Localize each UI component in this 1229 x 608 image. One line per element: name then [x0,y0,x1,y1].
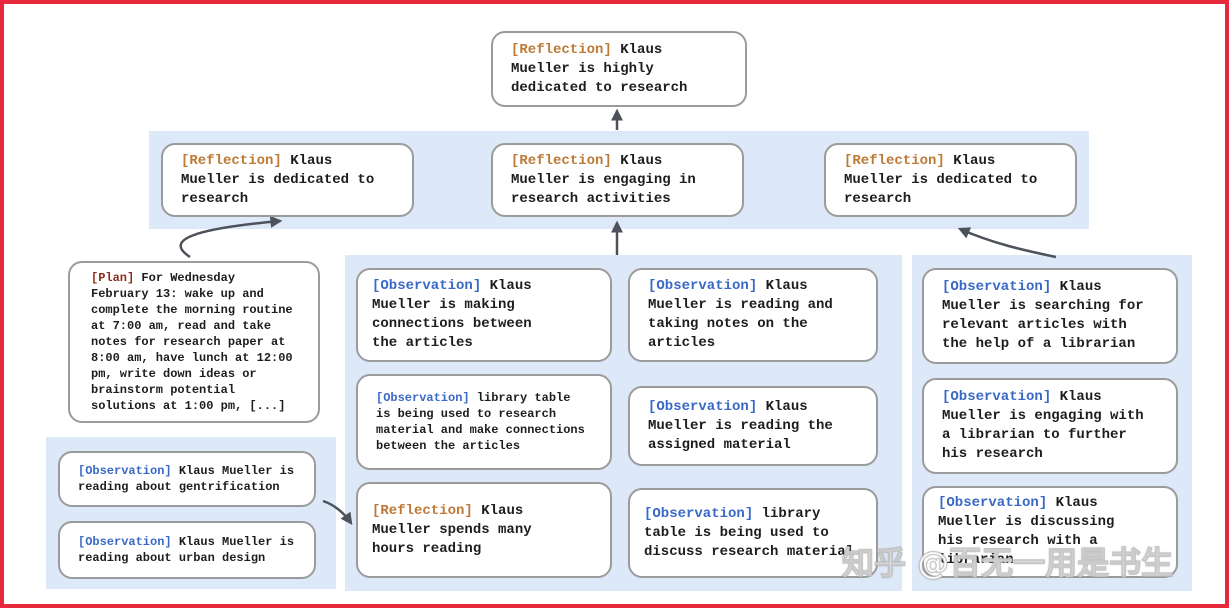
reflection-node-hours-reading: [Reflection] Klaus Mueller spends many h… [356,482,612,578]
observation-tag: [Observation] [372,278,482,294]
observation-node-gentrification: [Observation] Klaus Mueller is reading a… [58,451,316,507]
observation-node-discuss-material: [Observation] library table is being use… [628,488,878,578]
observation-tag: [Observation] [644,505,754,522]
observation-tag: [Observation] [648,398,758,415]
node-text: [Observation] Klaus Mueller is making co… [372,277,564,353]
observation-node-assigned-material: [Observation] Klaus Mueller is reading t… [628,386,878,466]
node-body: Klaus Mueller is engaging with a librari… [942,389,1144,462]
node-text: [Observation] library table is being use… [376,390,592,454]
node-body: Klaus Mueller is reading about gentrific… [78,464,295,494]
node-body: Klaus Mueller is reading and taking note… [648,278,833,351]
observation-node-taking-notes: [Observation] Klaus Mueller is reading a… [628,268,878,362]
node-body: Klaus Mueller is searching for relevant … [942,279,1144,352]
node-body: Klaus Mueller is reading about urban des… [78,535,295,565]
observation-tag: [Observation] [78,535,172,549]
observation-node-searching-articles: [Observation] Klaus Mueller is searching… [922,268,1178,364]
node-text: [Reflection] Klaus Mueller is dedicated … [181,152,394,209]
observation-node-connections: [Observation] Klaus Mueller is making co… [356,268,612,362]
reflection-node-top: [Reflection] Klaus Mueller is highly ded… [491,31,747,107]
arrow-band-to-right-reflection [957,227,1057,259]
reflection-node-middle: [Reflection] Klaus Mueller is engaging i… [491,143,744,217]
observation-tag: [Observation] [78,464,172,478]
node-body: library table is being used to research … [376,391,585,453]
reflection-node-right: [Reflection] Klaus Mueller is dedicated … [824,143,1077,217]
plan-node: [Plan] For Wednesday February 13: wake u… [68,261,320,423]
node-body: Klaus Mueller is reading the assigned ma… [648,398,833,453]
node-body: For Wednesday February 13: wake up and c… [91,271,293,413]
node-text: [Reflection] Klaus Mueller is dedicated … [844,152,1057,209]
observation-node-engaging-librarian: [Observation] Klaus Mueller is engaging … [922,378,1178,474]
node-text: [Reflection] Klaus Mueller spends many h… [372,502,580,559]
observation-node-library-research: [Observation] library table is being use… [356,374,612,470]
node-text: [Observation] Klaus Mueller is reading t… [648,398,858,455]
observation-tag: [Observation] [938,495,1048,511]
node-body: Klaus Mueller spends many hours reading [372,502,532,557]
reflection-tag: [Reflection] [511,41,612,58]
node-body: Klaus Mueller is engaging in research ac… [511,152,696,207]
observation-tag: [Observation] [648,278,758,294]
node-text: [Reflection] Klaus Mueller is engaging i… [511,152,724,209]
observation-tag: [Observation] [376,391,470,405]
node-text: [Plan] For Wednesday February 13: wake u… [91,270,297,414]
node-text: [Observation] library table is being use… [644,505,862,562]
node-body: Klaus Mueller is dedicated to research [181,152,375,207]
observation-tag: [Observation] [942,389,1052,405]
reflection-tag: [Reflection] [844,152,945,169]
node-body: Klaus Mueller is making connections betw… [372,278,532,351]
plan-tag: [Plan] [91,271,135,285]
node-body: library table is being used to discuss r… [644,505,855,560]
node-text: [Observation] Klaus Mueller is engaging … [942,388,1158,464]
node-body: Klaus Mueller is dedicated to research [844,152,1038,207]
node-text: [Reflection] Klaus Mueller is highly ded… [511,41,727,98]
reflection-node-left: [Reflection] Klaus Mueller is dedicated … [161,143,414,217]
reflection-tag: [Reflection] [511,152,612,169]
node-text: [Observation] Klaus Mueller is reading a… [78,534,296,566]
reflection-tag: [Reflection] [372,502,473,519]
node-text: [Observation] Klaus Mueller is searching… [942,278,1158,354]
node-body: Klaus Mueller is discussing his research… [938,495,1115,568]
reflection-tag: [Reflection] [181,152,282,169]
node-text: [Observation] Klaus Mueller is reading a… [78,463,296,495]
observation-node-discussing-librarian: [Observation] Klaus Mueller is discussin… [922,486,1178,578]
watermark: 知乎 @百无一用是书生 [841,543,1174,582]
node-text: [Observation] Klaus Mueller is reading a… [648,277,858,353]
node-text: [Observation] Klaus Mueller is discussin… [938,494,1142,570]
observation-tag: [Observation] [942,279,1052,295]
observation-node-urban-design: [Observation] Klaus Mueller is reading a… [58,521,316,579]
node-body: Klaus Mueller is highly dedicated to res… [511,41,688,96]
